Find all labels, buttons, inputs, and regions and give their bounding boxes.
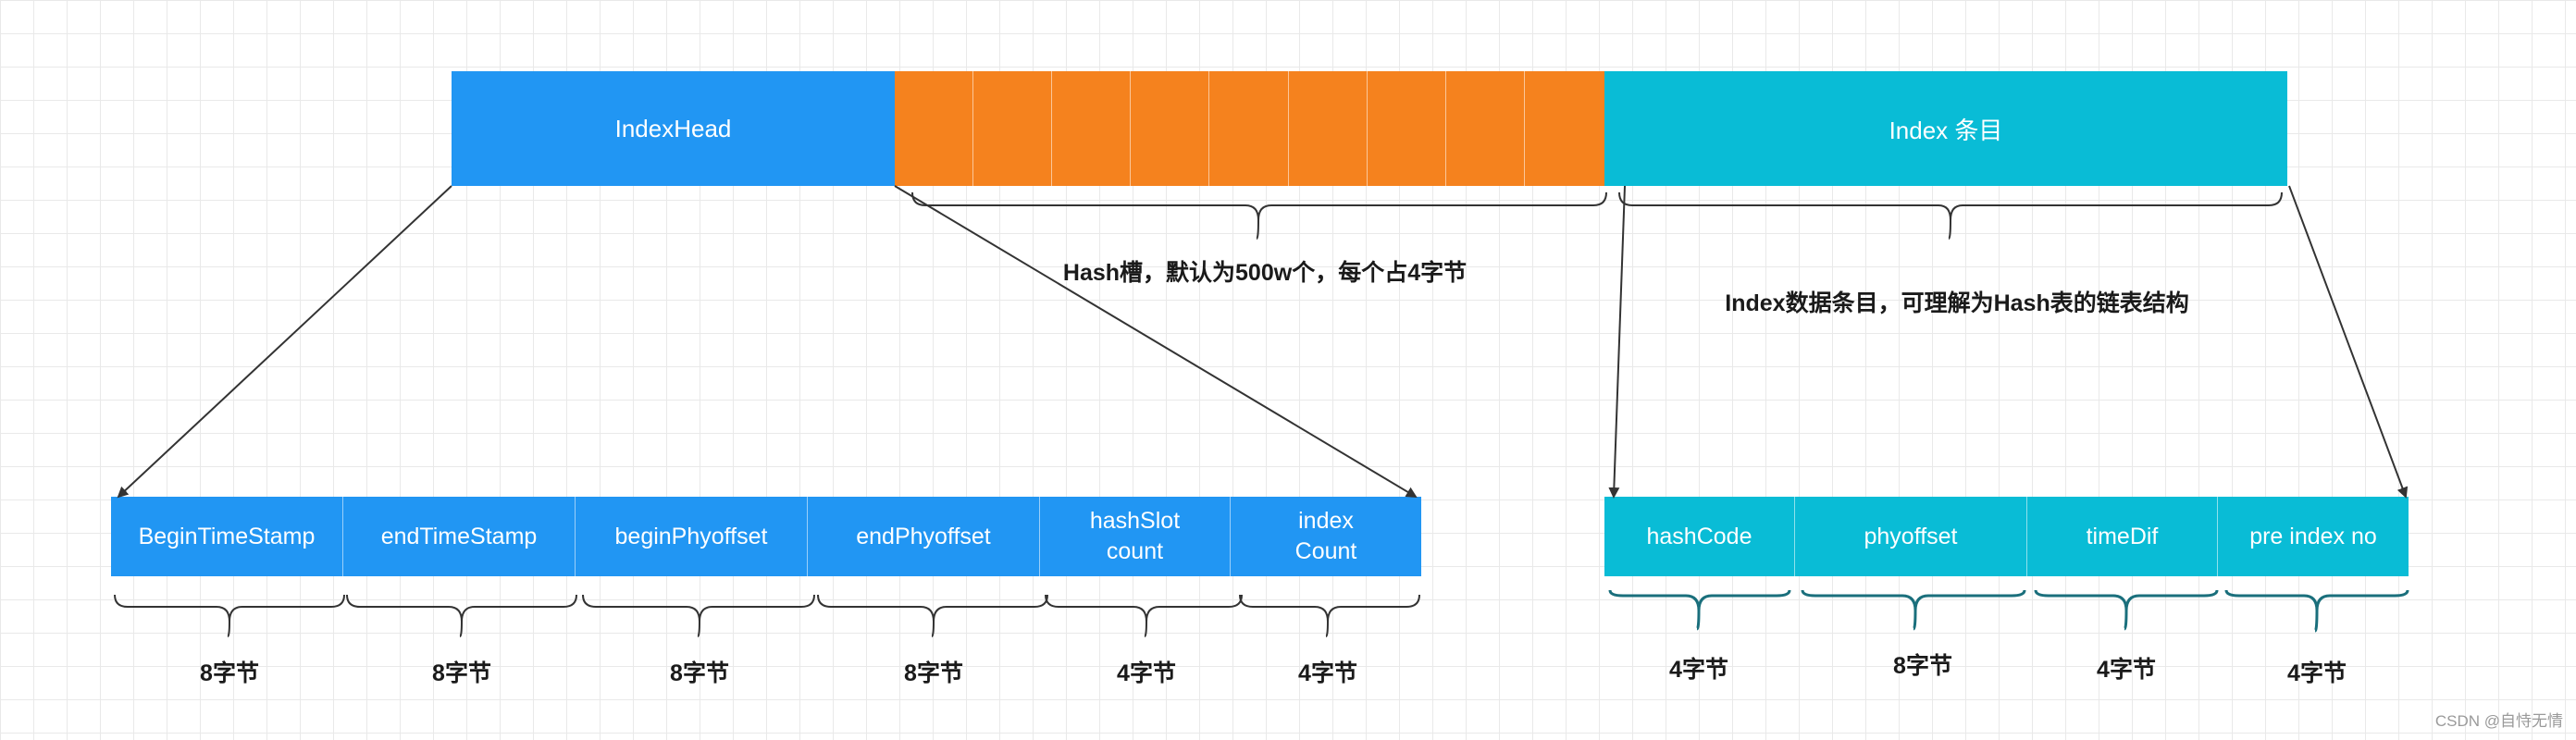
size-label: 4字节 xyxy=(1117,660,1176,686)
brace-field xyxy=(1801,589,2026,631)
field-begin-phyoffset: beginPhyoffset xyxy=(576,497,808,576)
hash-slot xyxy=(1446,71,1525,186)
size-label: 4字节 xyxy=(2097,657,2156,683)
brace-field xyxy=(1608,589,1791,631)
size-label: 4字节 xyxy=(1298,660,1357,686)
field-index-count: index Count xyxy=(1231,497,1421,576)
hash-slot xyxy=(973,71,1053,186)
arrow-entries-left xyxy=(1608,185,1626,499)
hash-slot xyxy=(1052,71,1132,186)
field-phyoffset: phyoffset xyxy=(1795,497,2027,576)
size-label: 4字节 xyxy=(1669,657,1728,683)
brace-hash-slots xyxy=(911,191,1607,240)
field-hashcode: hashCode xyxy=(1604,497,1795,576)
hash-slot xyxy=(895,71,974,186)
index-entries-block: Index 条目 xyxy=(1604,71,2287,186)
brace-field xyxy=(2224,589,2409,633)
size-label: 8字节 xyxy=(904,660,963,686)
brace-field xyxy=(1045,594,1243,637)
index-entries-annotation: Index数据条目，可理解为Hash表的链表结构 xyxy=(1725,290,2189,316)
brace-field xyxy=(2034,589,2219,631)
size-label: 8字节 xyxy=(670,660,729,686)
brace-field xyxy=(1239,594,1420,637)
size-label: 4字节 xyxy=(2287,660,2347,686)
field-timedif: timeDif xyxy=(2027,497,2218,576)
watermark: CSDN @自恃无情 xyxy=(2434,712,2563,730)
hash-slot xyxy=(1131,71,1210,186)
field-end-timestamp: endTimeStamp xyxy=(343,497,576,576)
hash-slot-block xyxy=(895,71,1604,186)
hash-slot xyxy=(1289,71,1368,186)
hash-slot xyxy=(1209,71,1289,186)
brace-field xyxy=(114,594,345,637)
field-begin-timestamp: BeginTimeStamp xyxy=(111,497,343,576)
index-head-label: IndexHead xyxy=(614,114,732,142)
brace-field xyxy=(582,594,815,637)
brace-field xyxy=(817,594,1048,637)
size-label: 8字节 xyxy=(200,660,259,686)
size-label: 8字节 xyxy=(1893,653,1952,679)
field-end-phyoffset: endPhyoffset xyxy=(808,497,1040,576)
hash-slot xyxy=(1368,71,1446,186)
arrow-indexhead-right xyxy=(894,185,1418,499)
index-head-block: IndexHead xyxy=(452,71,895,186)
brace-index-entries xyxy=(1618,191,2283,240)
field-hashslot-count: hashSlot count xyxy=(1040,497,1231,576)
field-pre-index-no: pre index no xyxy=(2218,497,2409,576)
size-label: 8字节 xyxy=(432,660,491,686)
arrow-indexhead-left xyxy=(117,185,452,499)
brace-field xyxy=(346,594,577,637)
hash-slots-annotation: Hash槽，默认为500w个，每个占4字节 xyxy=(1062,260,1468,286)
index-entries-label: Index 条目 xyxy=(1889,116,2003,144)
arrow-entries-right xyxy=(2288,185,2409,499)
